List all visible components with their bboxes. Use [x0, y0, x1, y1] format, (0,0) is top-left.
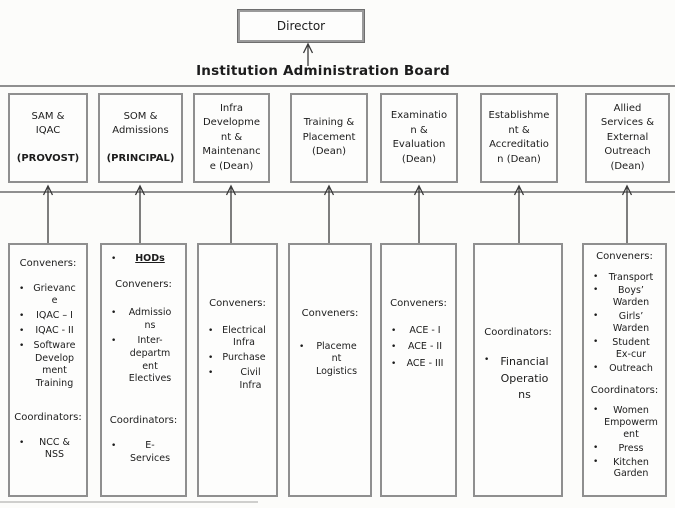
- conveners-list: •Admissio ns •Inter- departm ent Electiv…: [102, 307, 185, 386]
- list-item: •E- Services: [111, 439, 171, 464]
- dept-title: Allied Services & External Outreach (Dea…: [600, 102, 655, 172]
- coordinators-heading: Coordinators:: [590, 384, 659, 396]
- director-label: Director: [276, 19, 326, 33]
- dept-box-som-admissions: SOM & Admissions (PRINCIPAL): [98, 93, 183, 183]
- conveners-heading: Conveners:: [19, 258, 77, 269]
- conveners-heading: Conveners:: [596, 251, 653, 262]
- director-box: Director: [237, 9, 365, 43]
- dept-head: (PROVOST): [16, 152, 80, 164]
- list-item: •Purchase: [208, 352, 266, 364]
- list-item: •Financial Operatio ns: [484, 355, 549, 401]
- coordinators-list: •Women Empowerm ent •Press •Kitchen Gard…: [584, 405, 665, 480]
- list-item: •IQAC - II: [19, 324, 74, 336]
- bullet-icon: •: [19, 311, 25, 322]
- dept-title: SOM & Admissions: [112, 110, 169, 137]
- conveners-list: •Electrical Infra •Purchase •Civil Infra: [199, 325, 276, 393]
- unit-box-examination-evaluation: Conveners: •ACE - I •ACE - II •ACE - III: [380, 243, 457, 497]
- list-item: •Admissio ns: [111, 307, 172, 332]
- dept-title: SAM & IQAC: [31, 110, 65, 137]
- list-item: •ACE - I: [391, 324, 441, 336]
- bullet-icon: •: [593, 336, 599, 347]
- unit-box-establishment-accreditation: Coordinators: •Financial Operatio ns: [473, 243, 563, 497]
- conveners-list: •Transport •Boys’ Warden •Girls’ Warden …: [584, 272, 665, 375]
- bullet-icon: •: [593, 405, 599, 415]
- bullet-icon: •: [391, 325, 397, 336]
- bullet-icon: •: [19, 283, 25, 294]
- bottom-scan-line: [0, 501, 258, 503]
- list-item: •Civil Infra: [208, 366, 262, 391]
- bullet-icon: •: [19, 437, 25, 448]
- list-item: •Software Develop ment Training: [19, 339, 76, 390]
- dept-box-allied-services: Allied Services & External Outreach (Dea…: [585, 93, 670, 183]
- list-item: •Kitchen Garden: [593, 456, 649, 480]
- bullet-icon: •: [391, 359, 397, 370]
- board-title: Institution Administration Board: [196, 63, 450, 79]
- unit-box-training-placement: Conveners: •Placeme nt Logistics: [288, 243, 372, 497]
- bullet-icon: •: [19, 325, 25, 336]
- list-item: •Placeme nt Logistics: [299, 340, 358, 378]
- list-item: •Girls’ Warden: [593, 311, 650, 334]
- bullet-icon: •: [593, 442, 599, 453]
- conveners-heading: Conveners:: [209, 298, 266, 309]
- dept-box-sam-iqac: SAM & IQAC (PROVOST): [8, 93, 88, 183]
- conveners-heading: Conveners:: [301, 308, 359, 319]
- dept-head: (PRINCIPAL): [106, 152, 175, 164]
- list-item: •ACE - III: [391, 358, 444, 370]
- bullet-icon: •: [208, 325, 214, 336]
- dept-title: Establishme nt & Accreditatio n (Dean): [488, 110, 550, 165]
- dept-title: Examinatio n & Evaluation (Dean): [390, 110, 448, 165]
- bullet-icon: •: [593, 362, 599, 373]
- list-item: •NCC & NSS: [19, 436, 70, 461]
- unit-box-allied-services: Conveners: •Transport •Boys’ Warden •Gir…: [582, 243, 667, 497]
- board-band-line: [0, 191, 675, 193]
- coordinators-heading: Coordinators:: [14, 412, 82, 423]
- dept-box-examination-evaluation: Examinatio n & Evaluation (Dean): [380, 93, 458, 183]
- unit-box-infra: Conveners: •Electrical Infra •Purchase •…: [197, 243, 278, 497]
- dept-title: Infra Developme nt & Maintenanc e (Dean): [202, 102, 261, 172]
- bullet-icon: •: [111, 335, 117, 346]
- list-item: •Press: [593, 442, 644, 454]
- list-item: •Outreach: [593, 362, 653, 374]
- title-divider-line: [0, 85, 675, 87]
- list-item: •IQAC – I: [19, 310, 73, 322]
- bullet-icon: •: [111, 440, 117, 451]
- list-item: •Transport: [593, 271, 654, 283]
- conveners-list: •ACE - I •ACE - II •ACE - III: [382, 325, 455, 371]
- coordinators-heading: Coordinators:: [484, 327, 552, 338]
- dept-box-establishment-accreditation: Establishme nt & Accreditatio n (Dean): [480, 93, 558, 183]
- bullet-icon: •: [111, 308, 117, 319]
- bullet-icon: •: [208, 367, 214, 378]
- conveners-heading: Conveners:: [390, 298, 447, 309]
- list-item: •Women Empowerm ent: [593, 405, 658, 440]
- list-item: •ACE - II: [391, 341, 443, 353]
- bullet-icon: •: [593, 271, 599, 282]
- unit-box-sam-iqac: Conveners: •Grievanc e •IQAC – I •IQAC -…: [8, 243, 88, 497]
- list-item: •Electrical Infra: [208, 324, 266, 349]
- list-item: •Inter- departm ent Electives: [111, 334, 172, 385]
- conveners-list: •Grievanc e •IQAC – I •IQAC - II •Softwa…: [10, 283, 86, 392]
- conveners-heading: Conveners:: [115, 278, 172, 290]
- dept-title: Training & Placement (Dean): [302, 117, 356, 158]
- bullet-icon: •: [593, 456, 599, 467]
- dept-box-infra: Infra Developme nt & Maintenanc e (Dean): [193, 93, 270, 183]
- coordinators-list: •Financial Operatio ns: [475, 354, 561, 404]
- bullet-icon: •: [593, 311, 599, 322]
- bullet-icon: •: [484, 355, 490, 365]
- bullet-icon: •: [299, 341, 305, 352]
- list-item: •Boys’ Warden: [593, 285, 650, 309]
- list-item: •Student Ex-cur: [593, 336, 650, 360]
- bullet-icon: •: [593, 285, 599, 296]
- bullet-icon: •: [111, 254, 117, 264]
- bullet-icon: •: [391, 342, 397, 353]
- coordinators-heading: Coordinators:: [109, 415, 178, 427]
- coordinators-list: •NCC & NSS: [10, 437, 86, 463]
- unit-box-som-admissions: •HODs Conveners: •Admissio ns •Inter- de…: [100, 243, 187, 497]
- bullet-icon: •: [208, 353, 214, 364]
- bullet-icon: •: [19, 340, 25, 351]
- coordinators-list: •E- Services: [102, 440, 185, 466]
- hods-item: •HODs: [111, 253, 165, 264]
- conveners-list: •Placeme nt Logistics: [290, 341, 370, 379]
- dept-box-training-placement: Training & Placement (Dean): [290, 93, 368, 183]
- list-item: •Grievanc e: [19, 282, 76, 307]
